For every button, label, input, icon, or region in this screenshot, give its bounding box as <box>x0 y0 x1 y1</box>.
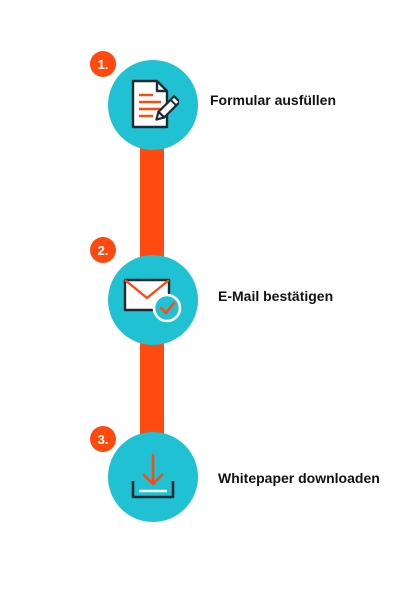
envelope-check-icon <box>123 278 182 323</box>
form-pencil-icon <box>131 79 179 129</box>
step-1-circle <box>108 60 198 150</box>
step-3-number-badge: 3. <box>90 426 116 452</box>
step-3-circle <box>108 432 198 522</box>
step-2-label: E-Mail bestätigen <box>218 288 334 304</box>
step-1-number-badge: 1. <box>90 51 116 77</box>
download-tray-icon <box>131 453 175 499</box>
step-1-label: Formular ausfüllen <box>210 92 337 108</box>
step-2-number-badge: 2. <box>90 237 116 263</box>
step-3-label: Whitepaper downloaden <box>218 470 380 486</box>
step-2-circle <box>108 255 198 345</box>
